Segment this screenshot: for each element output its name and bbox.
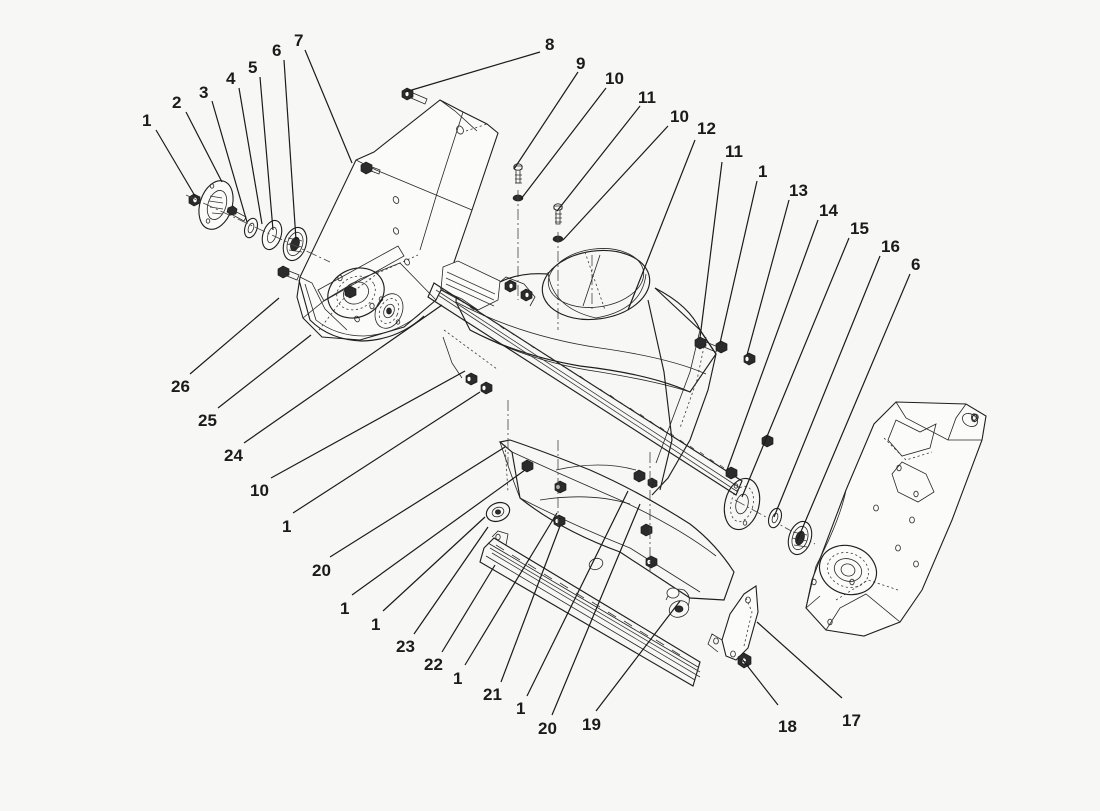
callout-number-16[interactable]: 16 — [881, 237, 900, 256]
callout-leader-line — [741, 237, 850, 498]
callout-leader-line — [756, 621, 843, 699]
left-deflector — [277, 265, 425, 342]
callout-leader-line — [741, 658, 779, 706]
callout-number-11[interactable]: 11 — [725, 142, 743, 161]
callout-number-10[interactable]: 10 — [670, 107, 689, 126]
callout-leader-line — [441, 564, 496, 653]
callout-leader-line — [238, 87, 263, 225]
fastener-10-11 — [552, 203, 564, 330]
callout-number-7[interactable]: 7 — [294, 31, 304, 50]
callout-number-15[interactable]: 15 — [850, 219, 869, 238]
callout-leader-line — [699, 161, 723, 339]
callout-number-26[interactable]: 26 — [171, 377, 190, 396]
callout-number-20[interactable]: 20 — [312, 561, 331, 580]
callout-leader-line — [283, 59, 297, 241]
callout-leader-line — [773, 255, 881, 518]
callout-leader-line — [413, 526, 489, 635]
callout-number-14[interactable]: 14 — [819, 201, 838, 220]
callout-leader-line — [556, 105, 641, 212]
callout-number-25[interactable]: 25 — [198, 411, 217, 430]
callout-number-5[interactable]: 5 — [248, 58, 258, 77]
callout-number-12[interactable]: 12 — [697, 119, 716, 138]
callout-leader-line — [217, 334, 312, 409]
callout-number-19[interactable]: 19 — [582, 715, 601, 734]
fastener-7 — [360, 161, 381, 175]
callout-leader-line — [513, 71, 579, 170]
callout-leader-line — [526, 490, 629, 697]
callout-leader-line — [562, 125, 669, 241]
callout-number-1[interactable]: 1 — [371, 615, 381, 634]
callout-leader-line — [719, 180, 758, 344]
callout-number-11[interactable]: 11 — [638, 88, 656, 107]
callout-number-6[interactable]: 6 — [911, 255, 921, 274]
callout-leader-line — [259, 76, 274, 231]
callout-leader-line — [243, 304, 443, 444]
callout-leader-line — [746, 199, 790, 356]
callout-number-6[interactable]: 6 — [272, 41, 282, 60]
callout-number-24[interactable]: 24 — [224, 446, 243, 465]
callout-number-8[interactable]: 8 — [545, 35, 555, 54]
callout-leader-line — [329, 446, 506, 558]
right-side-plate — [805, 401, 987, 637]
callout-number-1[interactable]: 1 — [758, 162, 768, 181]
callout-number-23[interactable]: 23 — [396, 637, 415, 656]
callout-leader-line — [155, 129, 196, 197]
callout-leader-line — [796, 273, 911, 542]
callout-leader-line — [551, 503, 641, 716]
callout-leader-line — [500, 525, 561, 683]
callout-leader-line — [270, 370, 466, 479]
callout-leader-line — [382, 516, 486, 612]
callout-number-21[interactable]: 21 — [483, 685, 502, 704]
callout-number-10[interactable]: 10 — [605, 69, 624, 88]
right-hub-stack — [723, 477, 816, 556]
callout-number-13[interactable]: 13 — [789, 181, 808, 200]
left-hub-stack — [185, 180, 331, 263]
callout-number-1[interactable]: 1 — [282, 517, 292, 536]
callout-number-4[interactable]: 4 — [226, 69, 236, 88]
callout-leader-line — [726, 219, 819, 471]
callout-number-18[interactable]: 18 — [778, 717, 797, 736]
callout-number-10[interactable]: 10 — [250, 481, 269, 500]
callout-leader-line — [464, 512, 558, 666]
callout-leader-line — [404, 51, 541, 93]
callout-number-20[interactable]: 20 — [538, 719, 557, 738]
callout-number-22[interactable]: 22 — [424, 655, 443, 674]
callout-leader-line — [520, 87, 607, 200]
fasteners-right-housing — [694, 336, 774, 480]
callout-number-3[interactable]: 3 — [199, 83, 209, 102]
left-side-plate — [296, 99, 499, 341]
callout-leader-line — [211, 100, 248, 223]
callout-number-1[interactable]: 1 — [340, 599, 350, 618]
callout-leader-line — [595, 600, 681, 712]
auger-housing — [427, 248, 743, 687]
callout-number-1[interactable]: 1 — [142, 111, 152, 130]
link-arm-17 — [707, 585, 759, 669]
callout-number-1[interactable]: 1 — [516, 699, 526, 718]
callout-leader-line — [292, 391, 481, 514]
callout-number-1[interactable]: 1 — [453, 669, 463, 688]
callout-number-17[interactable]: 17 — [842, 711, 861, 730]
callout-leader-line — [351, 469, 526, 596]
callout-number-9[interactable]: 9 — [576, 54, 586, 73]
callout-leader-line — [304, 49, 353, 164]
callout-leader-line — [185, 111, 223, 183]
callout-leader-line — [189, 297, 280, 375]
callout-number-2[interactable]: 2 — [172, 93, 182, 112]
callout-leader-line — [627, 139, 696, 311]
